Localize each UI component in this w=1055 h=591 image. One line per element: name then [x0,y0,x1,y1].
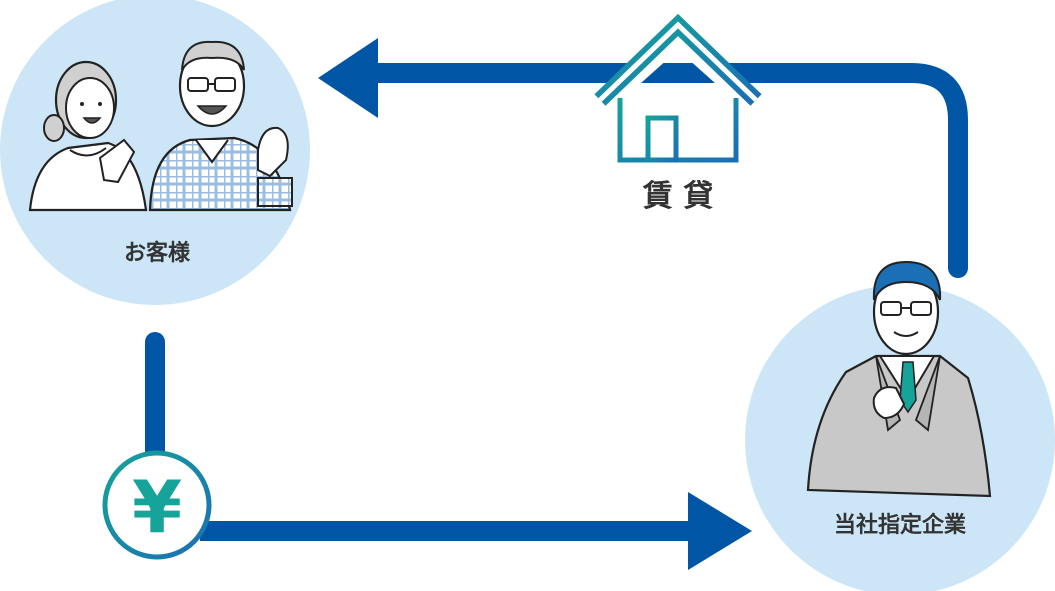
customer-label: お客様 [124,240,191,266]
yen-symbol: ¥ [132,465,182,549]
rental-arrow-line [350,63,968,278]
company-label: 当社指定企業 [834,512,967,538]
house-icon [594,13,762,163]
company-node: 当社指定企業 [745,260,1055,591]
customer-node: お客様 [0,0,310,305]
elderly-couple-illustration [28,40,293,212]
rental-arrow-head [318,38,378,118]
yen-icon: ¥ [102,450,212,560]
payment-arrow-head [688,492,752,570]
rental-label: 賃 貸 [642,179,713,214]
businessman-illustration [806,260,992,498]
